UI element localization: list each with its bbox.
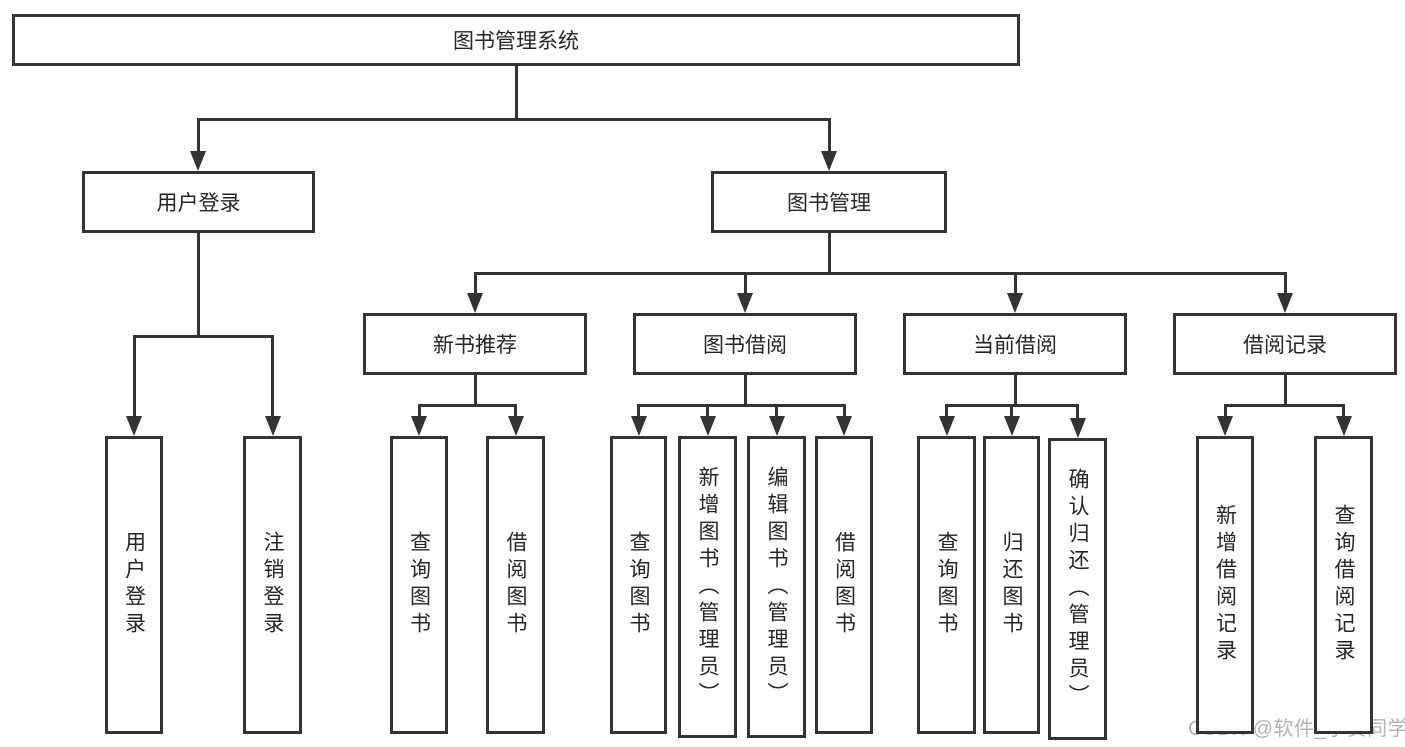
edge-drop: [1223, 404, 1227, 416]
edge-drop: [1076, 404, 1079, 418]
edge-drop: [196, 118, 200, 151]
edge-drop: [775, 404, 778, 416]
edge-bus: [637, 404, 846, 407]
arrowhead-icon: [467, 293, 483, 313]
arrowhead-icon: [821, 151, 837, 171]
node-book-borrow: 图书借阅: [633, 313, 857, 375]
edge-drop: [637, 404, 640, 416]
node-leaf-query-book-2: 查询图书: [610, 436, 667, 734]
edge-drop: [827, 118, 831, 151]
arrowhead-icon: [126, 416, 142, 436]
node-label: 新书推荐: [433, 334, 517, 357]
edge-drop: [743, 272, 747, 293]
node-label: 新增借阅记录: [1213, 504, 1237, 666]
edge-drop: [1010, 404, 1013, 416]
node-label: 查询图书: [935, 531, 958, 639]
node-leaf-borrow-book-2: 借阅图书: [815, 436, 873, 734]
node-new-book-rec: 新书推荐: [363, 313, 587, 375]
node-label: 图书管理系统: [453, 30, 579, 53]
edge-drop: [945, 404, 948, 416]
edge-drop: [514, 404, 517, 416]
arrowhead-icon: [737, 293, 753, 313]
node-label: 查询图书: [627, 531, 650, 639]
node-label: 图书借阅: [703, 334, 787, 357]
edge-drop: [271, 335, 274, 416]
edge-drop: [132, 335, 136, 416]
arrowhead-icon: [836, 416, 852, 436]
node-label: 图书管理: [787, 192, 871, 215]
node-label: 编辑图书（管理员）: [765, 465, 788, 709]
node-label: 注销登录: [261, 531, 284, 639]
arrowhead-icon: [1217, 416, 1233, 436]
edge-stem: [743, 375, 747, 407]
node-leaf-confirm-return: 确认归还（管理员）: [1048, 438, 1107, 740]
node-label: 查询图书: [407, 531, 431, 639]
arrowhead-icon: [190, 151, 206, 171]
edge-drop: [1013, 272, 1017, 293]
edge-bus: [132, 335, 274, 338]
arrowhead-icon: [1003, 416, 1020, 436]
node-user-login: 用户登录: [82, 171, 315, 233]
node-leaf-add-book: 新增图书（管理员）: [678, 436, 737, 738]
arrowhead-icon: [768, 416, 785, 436]
node-book-mgmt: 图书管理: [711, 171, 947, 233]
node-label: 归还图书: [1000, 531, 1023, 639]
node-leaf-query-book-1: 查询图书: [390, 436, 448, 734]
arrowhead-icon: [1277, 293, 1293, 313]
arrowhead-icon: [630, 416, 647, 436]
node-root: 图书管理系统: [12, 14, 1020, 66]
node-leaf-logout: 注销登录: [243, 436, 302, 734]
node-label: 借阅记录: [1243, 334, 1327, 357]
node-borrow-records: 借阅记录: [1173, 313, 1397, 375]
arrowhead-icon: [1007, 293, 1023, 313]
edge-bus: [417, 404, 517, 407]
edge-drop: [1283, 272, 1287, 293]
edge-bus: [473, 272, 1287, 275]
node-label: 查询借阅记录: [1332, 504, 1355, 666]
edge-drop: [842, 404, 846, 416]
node-leaf-add-record: 新增借阅记录: [1196, 436, 1254, 734]
arrowhead-icon: [938, 416, 955, 436]
edge-stem: [196, 233, 200, 338]
edge-stem: [827, 233, 831, 275]
node-leaf-query-record: 查询借阅记录: [1314, 436, 1373, 734]
arrowhead-icon: [264, 416, 281, 436]
node-current-borrow: 当前借阅: [903, 313, 1127, 375]
node-label: 用户登录: [156, 192, 241, 215]
node-label: 借阅图书: [832, 531, 856, 639]
edge-drop: [473, 272, 477, 293]
edge-drop: [706, 404, 709, 416]
arrowhead-icon: [1335, 416, 1352, 436]
edge-stem: [1283, 375, 1287, 407]
node-label: 新增图书（管理员）: [696, 465, 719, 709]
arrowhead-icon: [507, 416, 524, 436]
node-leaf-edit-book: 编辑图书（管理员）: [747, 436, 806, 738]
edge-drop: [1342, 404, 1345, 416]
edge-stem: [514, 66, 518, 121]
edge-bus: [1223, 404, 1345, 407]
node-label: 确认归还（管理员）: [1066, 467, 1089, 711]
node-label: 当前借阅: [973, 334, 1057, 357]
node-leaf-query-book-3: 查询图书: [917, 436, 976, 734]
edge-drop: [417, 404, 421, 416]
node-leaf-user-login: 用户登录: [105, 436, 163, 734]
arrowhead-icon: [1069, 418, 1086, 438]
node-label: 借阅图书: [504, 531, 527, 639]
arrowhead-icon: [411, 416, 427, 436]
edge-bus: [196, 118, 831, 121]
node-leaf-borrow-book-1: 借阅图书: [486, 436, 545, 734]
node-label: 用户登录: [122, 531, 146, 639]
arrowhead-icon: [699, 416, 716, 436]
edge-stem: [473, 375, 477, 407]
edge-stem: [1013, 375, 1017, 407]
node-leaf-return-book: 归还图书: [983, 436, 1040, 734]
